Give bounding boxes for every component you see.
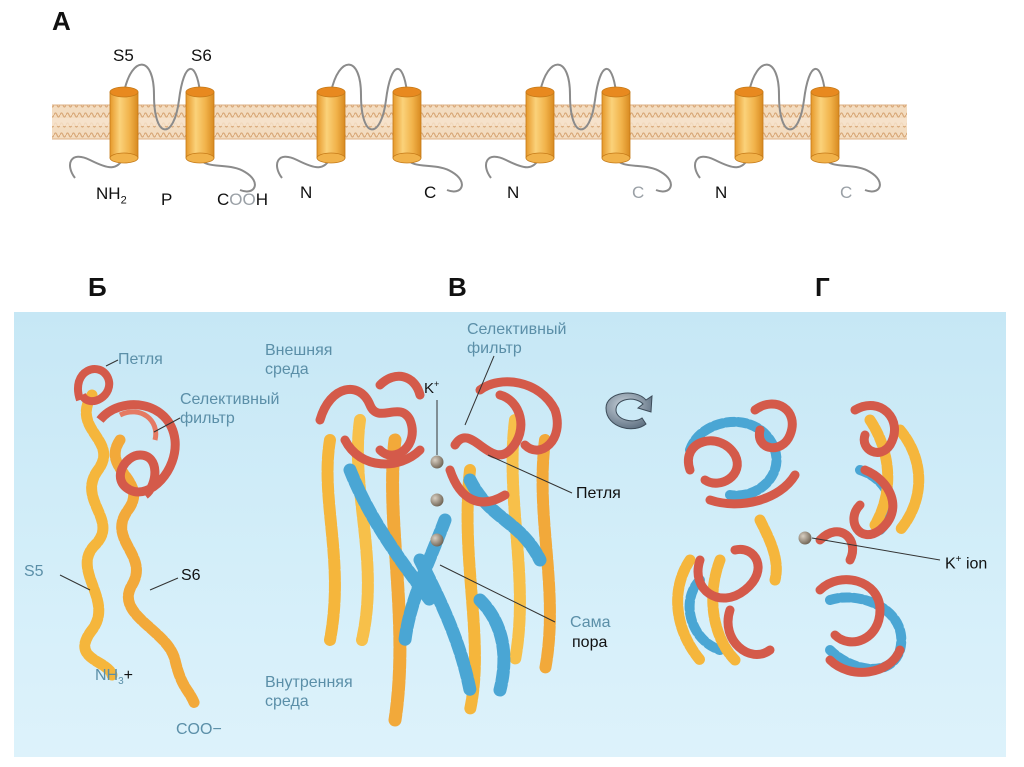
subunit1-c-label: COOH	[217, 190, 269, 209]
v-filter-label: Селективный фильтр	[467, 321, 567, 357]
b-coo-label: COO−	[176, 721, 222, 738]
v-inner-medium-label: Внутренняя среда	[265, 674, 353, 710]
label-p: P	[161, 190, 173, 209]
subunit-1	[69, 63, 256, 193]
b-s6-label: S6	[181, 567, 201, 584]
subunit-4	[694, 63, 881, 193]
panel-b-subunit-structure	[74, 365, 201, 711]
v-loop-label: Петля	[576, 485, 621, 502]
s6-helix-cylinder	[601, 91, 631, 159]
panel-g-letter: Г	[815, 272, 830, 302]
b-filter-label: Селективный фильтр	[180, 391, 280, 427]
v-pore-label-1: Сама	[570, 614, 611, 631]
v-outer-medium-label: Внешняя среда	[265, 342, 333, 378]
panel-b-letter: Б	[88, 272, 107, 302]
subunit3-n-label: N	[507, 183, 520, 202]
subunit-2	[276, 63, 463, 193]
s6-helix-cylinder	[810, 91, 840, 159]
rotation-arrow-icon	[605, 392, 653, 430]
subunit4-n-label: N	[715, 183, 728, 202]
membrane-topology-diagram	[52, 63, 907, 193]
b-loop-label: Петля	[118, 351, 163, 368]
subunit1-n-label: NH2	[96, 184, 127, 207]
g-k-ion-label: K+ ion	[945, 554, 988, 573]
panel-v-channel-structure	[315, 371, 562, 727]
subunit2-c-label: C	[424, 183, 437, 202]
label-s5: S5	[113, 46, 134, 65]
s6-helix-cylinder	[392, 91, 422, 159]
subunit2-n-label: N	[300, 183, 313, 202]
subunit4-c-label: C	[840, 183, 853, 202]
panel-v-letter: В	[448, 272, 467, 302]
panel-g-channel-top-view	[672, 399, 925, 677]
b-nh3-label: NH3+	[95, 667, 134, 688]
s5-helix-cylinder	[525, 91, 555, 159]
panel-a-letter: А	[52, 6, 71, 36]
subunit3-c-label: C	[632, 183, 645, 202]
v-pore-label-2: пора	[572, 634, 608, 651]
subunit-3	[485, 63, 672, 193]
label-s6: S6	[191, 46, 212, 65]
s5-helix-cylinder	[734, 91, 764, 159]
v-k-label: K+	[424, 379, 440, 397]
b-s5-label: S5	[24, 563, 44, 580]
